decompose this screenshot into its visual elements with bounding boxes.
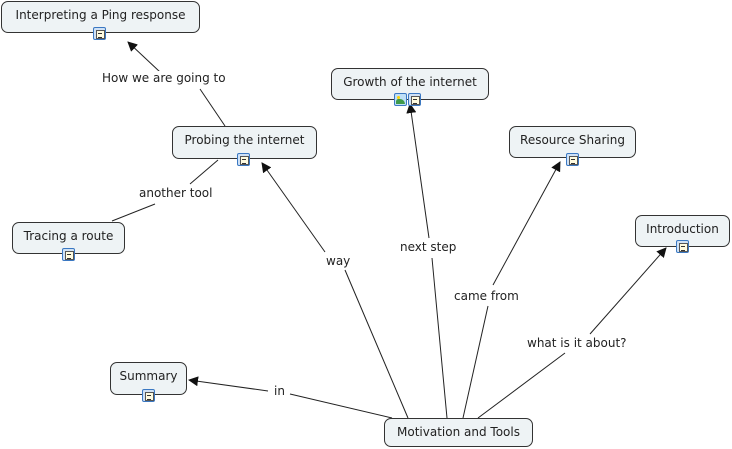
link-line-came-upper [492, 161, 561, 286]
concept-interpreting-ping-response[interactable]: Interpreting a Ping response [1, 1, 200, 33]
concept-label: Growth of the internet [343, 75, 477, 89]
document-icon[interactable] [62, 248, 75, 261]
document-icon[interactable] [93, 27, 106, 40]
concept-probing-the-internet[interactable]: Probing the internet [172, 126, 317, 159]
concept-label: Introduction [646, 222, 719, 236]
link-line-way-upper [261, 162, 326, 253]
link-line-another-lower [111, 203, 156, 222]
link-line-another-upper [189, 159, 219, 185]
concept-label: Resource Sharing [520, 133, 625, 147]
concept-resource-sharing[interactable]: Resource Sharing [509, 126, 636, 158]
link-line-in-upper [188, 376, 269, 392]
concept-motivation-and-tools[interactable]: Motivation and Tools [384, 418, 533, 447]
document-icon[interactable] [237, 153, 250, 166]
link-line-how-lower [199, 88, 226, 127]
concept-label: Summary [119, 369, 178, 383]
link-line-what-lower [477, 352, 566, 419]
link-line-what-upper [589, 247, 667, 335]
resource-icons [62, 248, 75, 261]
link-line-way-lower [344, 269, 409, 419]
resource-icons [142, 389, 155, 402]
document-icon[interactable] [408, 93, 421, 106]
resource-icons [566, 153, 579, 166]
link-line-how-upper [127, 41, 161, 73]
resource-icons [394, 93, 421, 106]
link-label-way[interactable]: way [325, 254, 352, 268]
document-icon[interactable] [676, 240, 689, 253]
link-label-another-tool[interactable]: another tool [138, 186, 214, 200]
link-line-next-upper [406, 103, 430, 239]
document-icon[interactable] [142, 389, 155, 402]
link-label-how-we-are-going-to[interactable]: How we are going to [101, 71, 227, 85]
link-label-next-step[interactable]: next step [399, 240, 458, 254]
link-line-came-lower [462, 305, 489, 419]
link-label-what-is-it-about[interactable]: what is it about? [526, 336, 628, 350]
link-label-came-from[interactable]: came from [453, 289, 520, 303]
concept-label: Interpreting a Ping response [15, 8, 186, 22]
concept-label: Motivation and Tools [397, 425, 520, 439]
document-icon[interactable] [566, 153, 579, 166]
resource-icons [93, 27, 106, 40]
image-icon[interactable] [394, 93, 407, 106]
link-line-in-lower [289, 393, 393, 419]
resource-icons [237, 153, 250, 166]
concept-label: Probing the internet [184, 133, 305, 147]
link-line-next-lower [431, 257, 448, 419]
resource-icons [676, 240, 689, 253]
link-label-in[interactable]: in [273, 384, 286, 398]
concept-label: Tracing a route [23, 229, 114, 243]
